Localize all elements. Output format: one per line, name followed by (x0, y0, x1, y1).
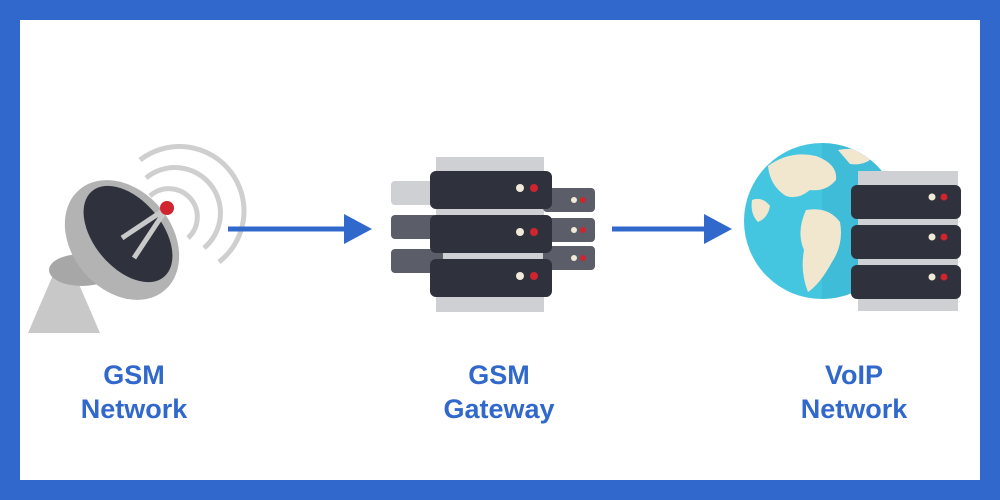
node-label-gsm-network: GSM Network (14, 358, 254, 426)
server-stack-icon (391, 157, 595, 312)
node-label-line2: Gateway (443, 394, 555, 424)
node-label-line1: GSM (468, 360, 530, 390)
arrow-gateway-to-voip-network (612, 214, 732, 244)
node-label-line1: VoIP (824, 360, 883, 390)
node-label-gsm-gateway: GSM Gateway (379, 358, 619, 426)
arrow-gsm-network-to-gateway (228, 214, 372, 244)
node-label-voip-network: VoIP Network (734, 358, 974, 426)
globe-server-icon (744, 143, 961, 311)
satellite-dish-icon (28, 144, 247, 333)
node-label-line2: Network (800, 394, 908, 424)
node-label-line1: GSM (103, 360, 165, 390)
node-label-line2: Network (80, 394, 188, 424)
